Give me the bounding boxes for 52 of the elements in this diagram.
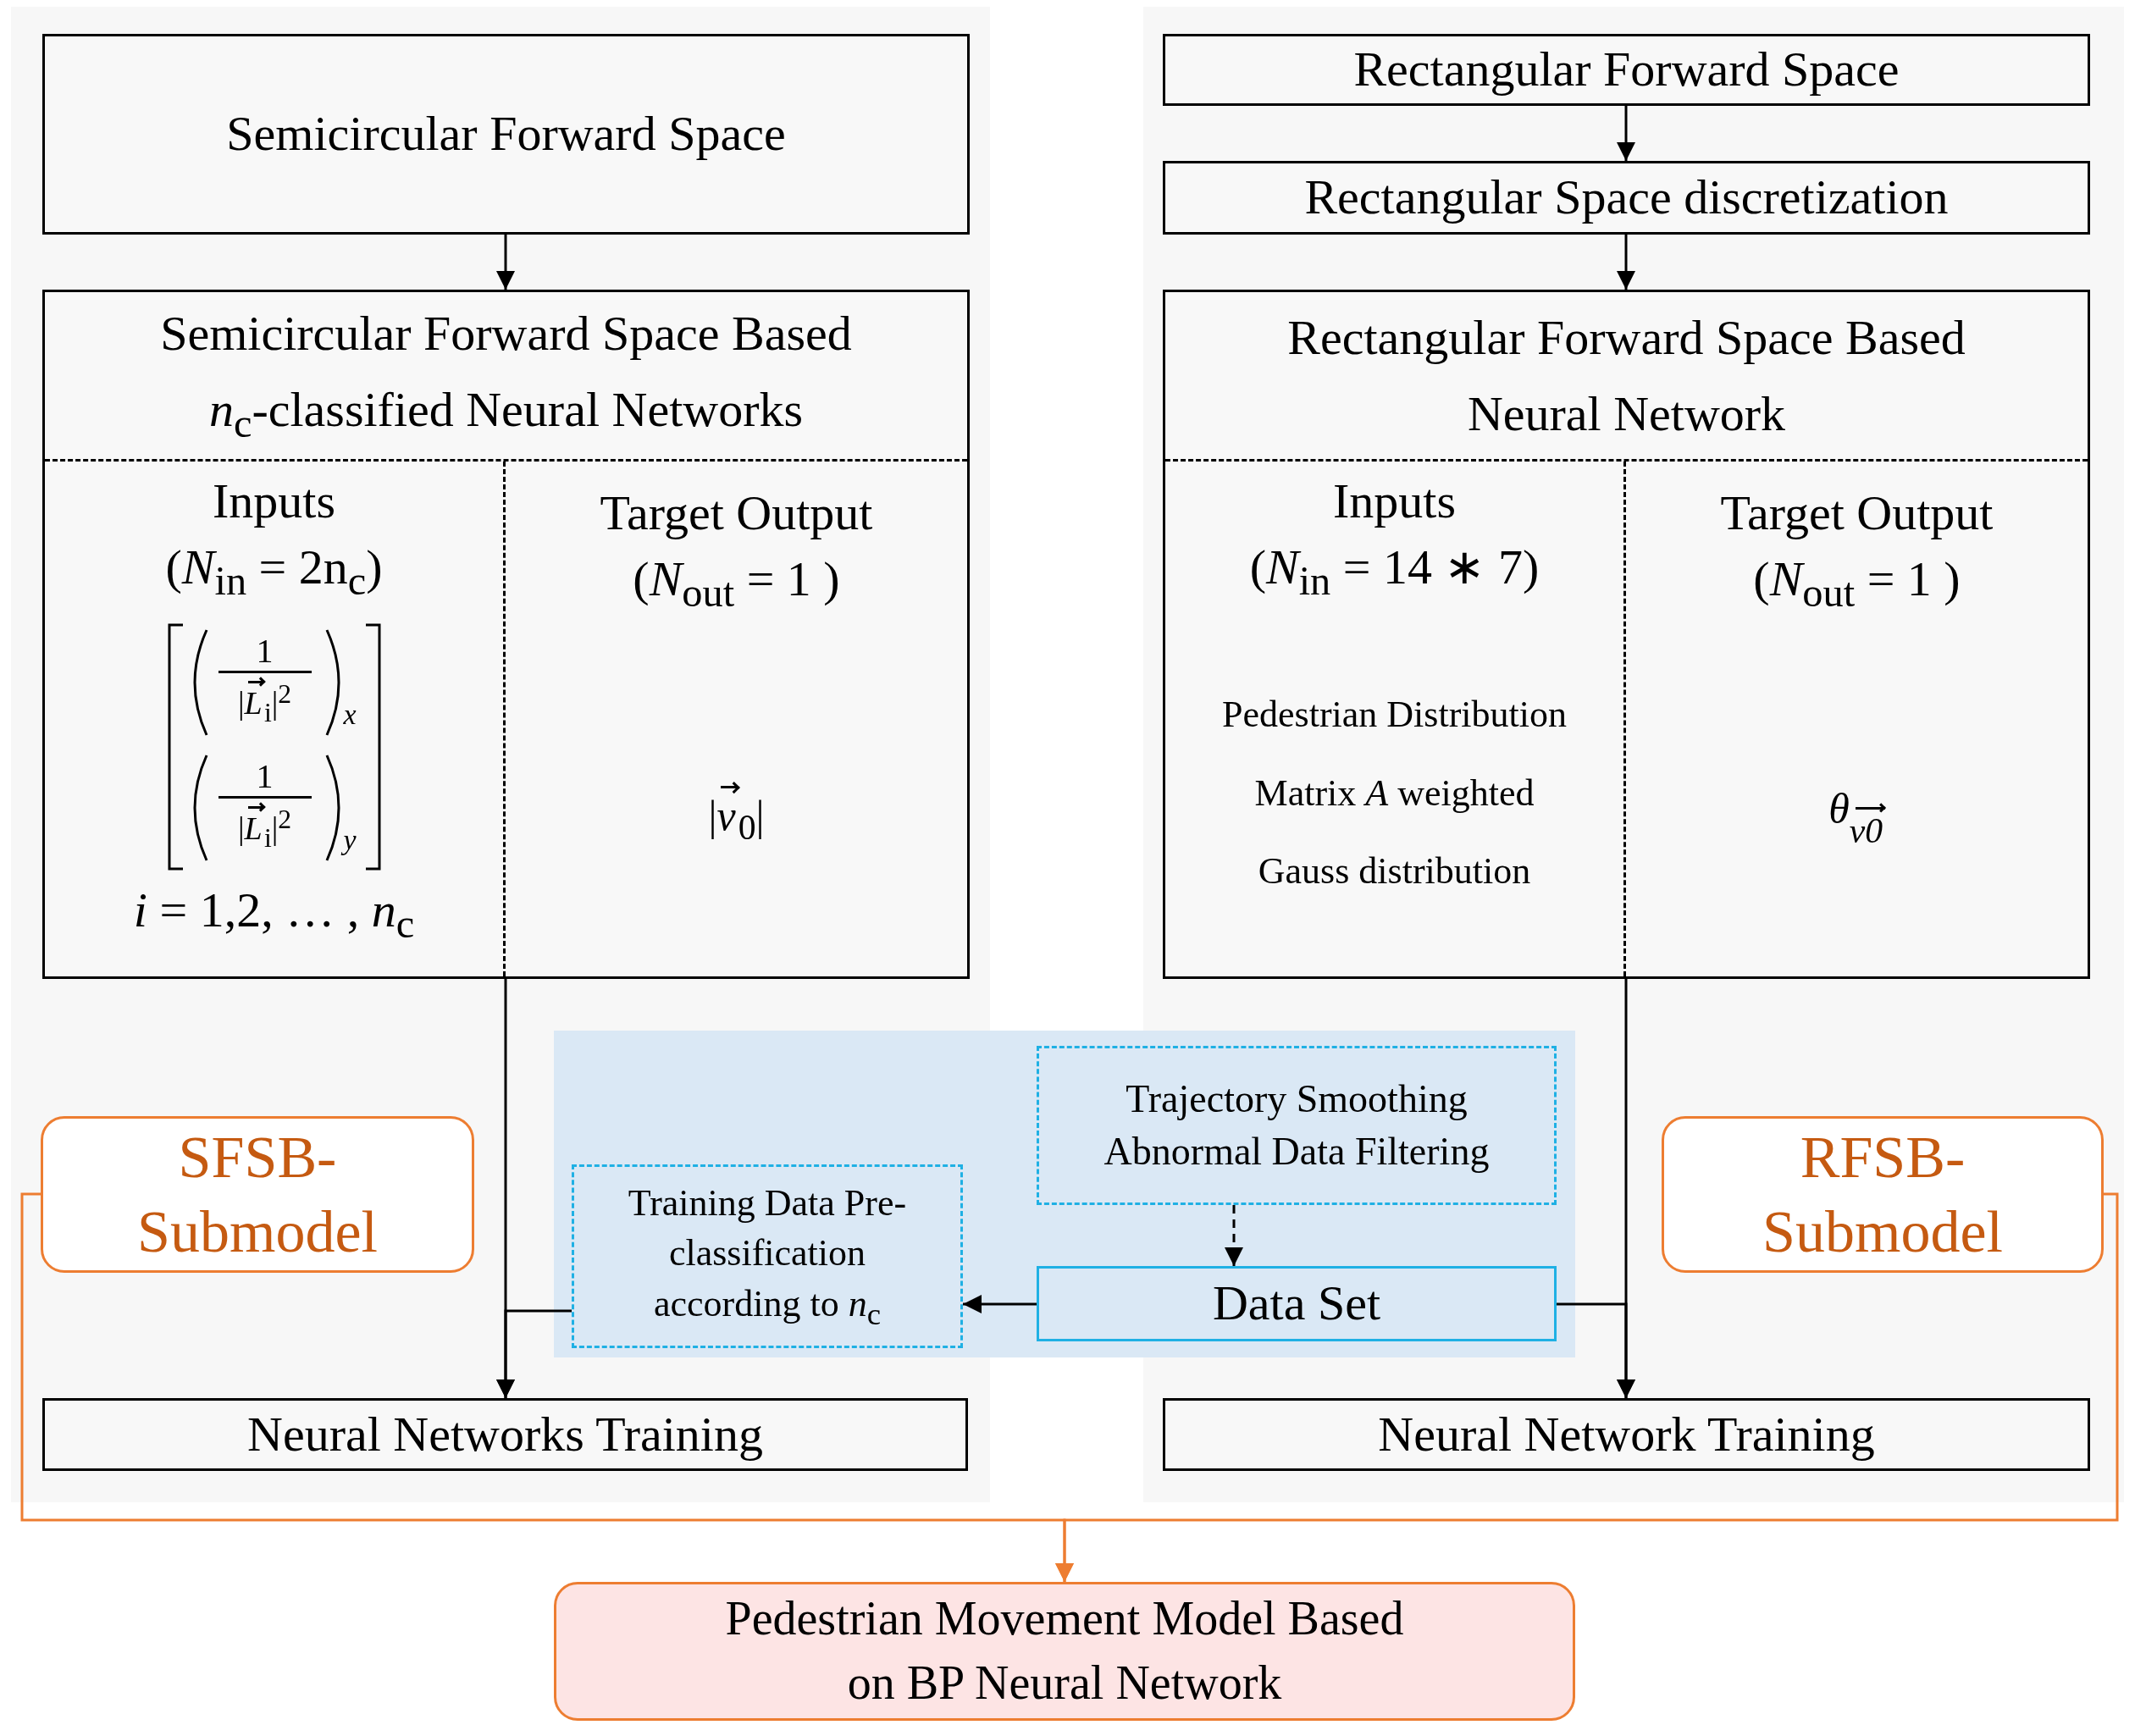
- arrow: [496, 1309, 572, 1398]
- dashed-process-box: [572, 1164, 963, 1348]
- submodel-label: RFSB-Submodel: [1762, 1124, 2004, 1266]
- index-range-label: i = 1,2, … , n$_{c}$: [133, 882, 415, 948]
- arrow: [1557, 1302, 1635, 1398]
- input-description: Pedestrian Distribution Matrix A weighted Gauss distribution: [1221, 693, 1568, 893]
- box-label: Neural Network Training: [1378, 1405, 1875, 1463]
- arrow: [496, 235, 515, 290]
- fraction-denominator: |L$_{i}$|$^{2}$: [237, 801, 292, 854]
- box-title: Rectangular Forward Space Based Neural Network: [1286, 308, 1966, 443]
- output-value: θ$_{v0}$: [1828, 781, 1885, 849]
- box-label: Semicircular Forward Space: [226, 105, 786, 163]
- process-box: [42, 1398, 968, 1471]
- box-label: Pedestrian Movement Model Based on BP Neural Network: [724, 1591, 1405, 1711]
- column-label: (N$_{in}$ = 2n$_{c}$): [165, 539, 383, 605]
- panel-background: [554, 1031, 1575, 1357]
- fraction-denominator: |L$_{i}$|$^{2}$: [237, 676, 292, 729]
- box-label: Neural Networks Training: [247, 1405, 763, 1463]
- arrow: [963, 1295, 1037, 1313]
- box-title: Semicircular Forward Space Based n$_{c}$-classified Neural Networks: [159, 305, 853, 447]
- box-label: Rectangular Space discretization: [1304, 169, 1949, 227]
- fraction-numerator: 1: [218, 757, 312, 799]
- process-box: [1163, 161, 2090, 235]
- column-label: Target Output: [600, 484, 873, 542]
- split-process-box: [1163, 290, 2090, 979]
- box-label: Data Set: [1212, 1274, 1381, 1333]
- process-box: [1163, 1398, 2090, 1471]
- split-process-box: [42, 290, 970, 979]
- box-label: Trajectory Smoothing Abnormal Data Filtering: [1103, 1075, 1491, 1175]
- arrow: [1225, 1205, 1243, 1266]
- result-box: [554, 1582, 1575, 1721]
- arrow: [1055, 1192, 2119, 1582]
- fraction-numerator: 1: [218, 632, 312, 674]
- column-label: (N$_{in}$ = 14 ∗ 7): [1249, 539, 1540, 605]
- submodel-box: [41, 1116, 474, 1273]
- box-label: Rectangular Forward Space: [1353, 41, 1900, 99]
- column-label: Inputs: [213, 473, 335, 530]
- subscript-label: x: [343, 698, 357, 732]
- column-label: (N$_{out}$ = 1 ): [1753, 550, 1961, 616]
- data-box: [1037, 1266, 1557, 1341]
- arrow: [1617, 235, 1635, 290]
- column-label: (N$_{out}$ = 1 ): [633, 550, 840, 616]
- process-box: [42, 34, 970, 235]
- output-value: |v$_{0}$|: [708, 781, 765, 852]
- process-box: [1163, 34, 2090, 106]
- column-label: Target Output: [1720, 484, 1994, 542]
- submodel-label: SFSB-Submodel: [136, 1124, 379, 1266]
- box-label: Training Data Pre-classification according to n$_{c}$: [627, 1180, 908, 1333]
- arrow: [1617, 106, 1635, 161]
- submodel-box: [1662, 1116, 2104, 1273]
- column-label: Inputs: [1333, 473, 1456, 530]
- dashed-process-box: [1037, 1046, 1557, 1205]
